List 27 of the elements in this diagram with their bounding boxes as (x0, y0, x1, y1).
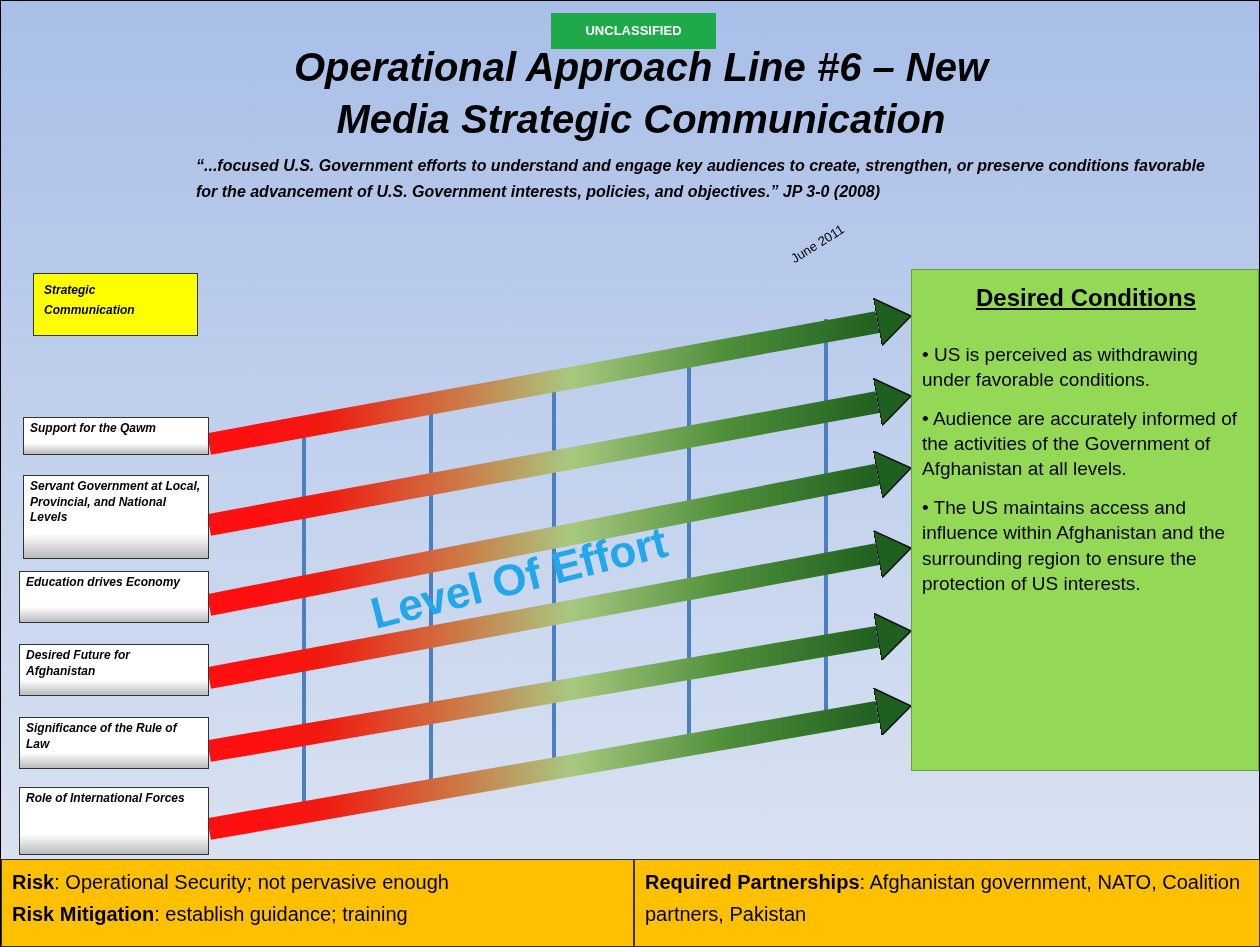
panel-heading: Desired Conditions (975, 284, 1197, 312)
arrow (206, 450, 912, 616)
quote-text: “...focused U.S. Government efforts to understand and engage key audiences to create, strengthen, or preserve conditions favorable for the advancement of U.S. Government interests, policies, and objectives.” JP 3-0 (2008) (196, 156, 1206, 202)
date-label: June 2011 (788, 220, 848, 266)
band-text: Risk Mitigation: establish guidance; training (12, 902, 409, 927)
bullet-text: • US is perceived as withdrawing under favorable conditions. (922, 343, 1199, 393)
conditions-panel (911, 269, 1259, 771)
band-text: Risk: Operational Security; not pervasive enough (12, 870, 450, 895)
band-text: Required Partnerships: Afghanistan government, NATO, Coalition partners, Pakistan (645, 870, 1242, 927)
line-of-effort-box: Role of International Forces (19, 787, 209, 855)
arrow (207, 529, 912, 689)
arrow (207, 612, 912, 762)
arrow (207, 297, 912, 455)
strategy-box: Strategic Communication (33, 273, 198, 336)
line-of-effort-box: Education drives Economy (19, 571, 209, 623)
line-of-effort-box: Support for the Qawm (23, 417, 209, 455)
line-of-effort-box: Servant Government at Local, Provincial, and National Levels (23, 475, 209, 559)
classification-banner: UNCLASSIFIED (551, 13, 716, 49)
info-band (634, 859, 1260, 947)
info-band (1, 859, 634, 947)
line-of-effort-box: Desired Future for Afghanistan (19, 644, 209, 696)
arrow (207, 377, 912, 536)
axis-label: Level Of Effort (365, 515, 673, 639)
arrow (207, 687, 912, 840)
line-of-effort-box: Significance of the Rule of Law (19, 717, 209, 769)
bullet-text: • The US maintains access and influence within Afghanistan and the surrounding region to ensure the protection of US interests. (922, 496, 1227, 596)
bullet-text: • Audience are accurately informed of the activities of the Government of Afghanistan at all levels. (922, 407, 1239, 482)
